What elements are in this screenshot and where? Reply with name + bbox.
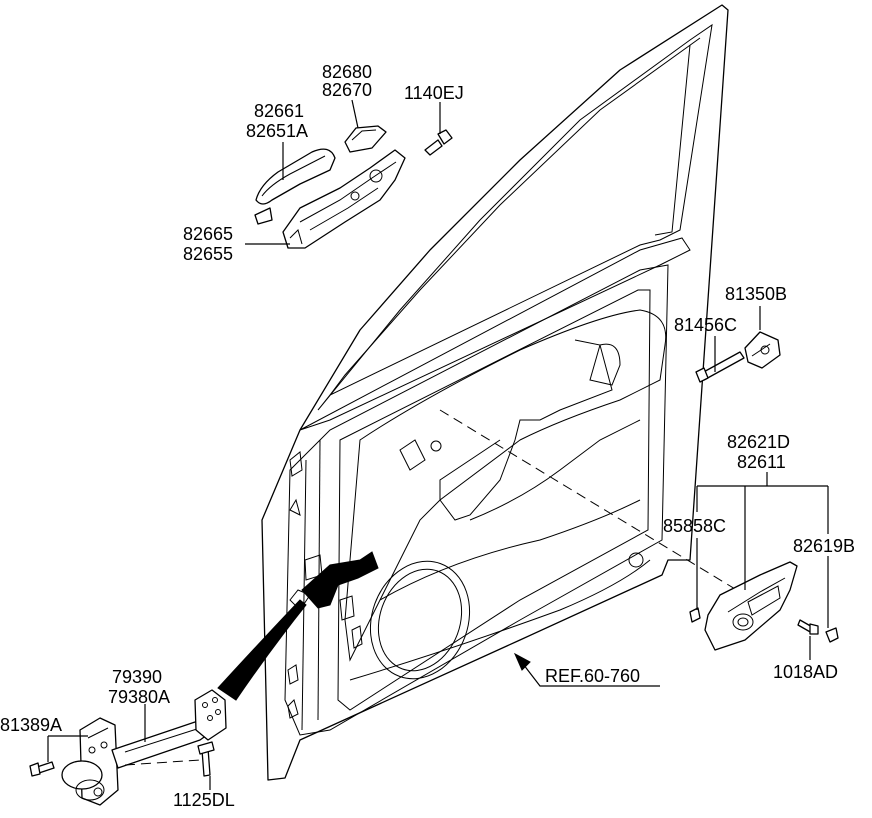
- label-81389A: 81389A: [0, 715, 62, 735]
- label-82611: 82611: [737, 452, 786, 472]
- label-1140EJ: 1140EJ: [404, 83, 464, 103]
- reference-arrow: [513, 652, 660, 687]
- label-81350B: 81350B: [725, 284, 787, 304]
- label-1125DL: 1125DL: [173, 790, 235, 810]
- label-ref-60-760: REF.60-760: [545, 666, 640, 686]
- leader-lines: [47, 99, 829, 790]
- label-82655: 82655: [183, 244, 233, 264]
- label-82670: 82670: [322, 80, 372, 100]
- label-79390: 79390: [112, 667, 162, 687]
- label-81456C: 81456C: [674, 315, 737, 335]
- door-check-assembly: [29, 689, 227, 806]
- label-82651A: 82651A: [246, 121, 308, 141]
- label-82619B: 82619B: [793, 536, 855, 556]
- door-striker: [695, 331, 781, 383]
- label-85858C: 85858C: [663, 516, 726, 536]
- door-check-location-marker: [301, 551, 379, 609]
- inside-handle-assembly: [689, 561, 839, 651]
- label-79380A: 79380A: [108, 687, 170, 707]
- label-82661: 82661: [254, 101, 304, 121]
- part-labels: 82680 82670 1140EJ 82661 82651A 82665 82…: [0, 62, 855, 810]
- outside-handle-assembly: [254, 125, 453, 249]
- label-1018AD: 1018AD: [773, 662, 838, 682]
- label-82665: 82665: [183, 224, 233, 244]
- door-shell: [261, 4, 729, 781]
- label-82680: 82680: [322, 62, 372, 82]
- label-82621D: 82621D: [727, 432, 790, 452]
